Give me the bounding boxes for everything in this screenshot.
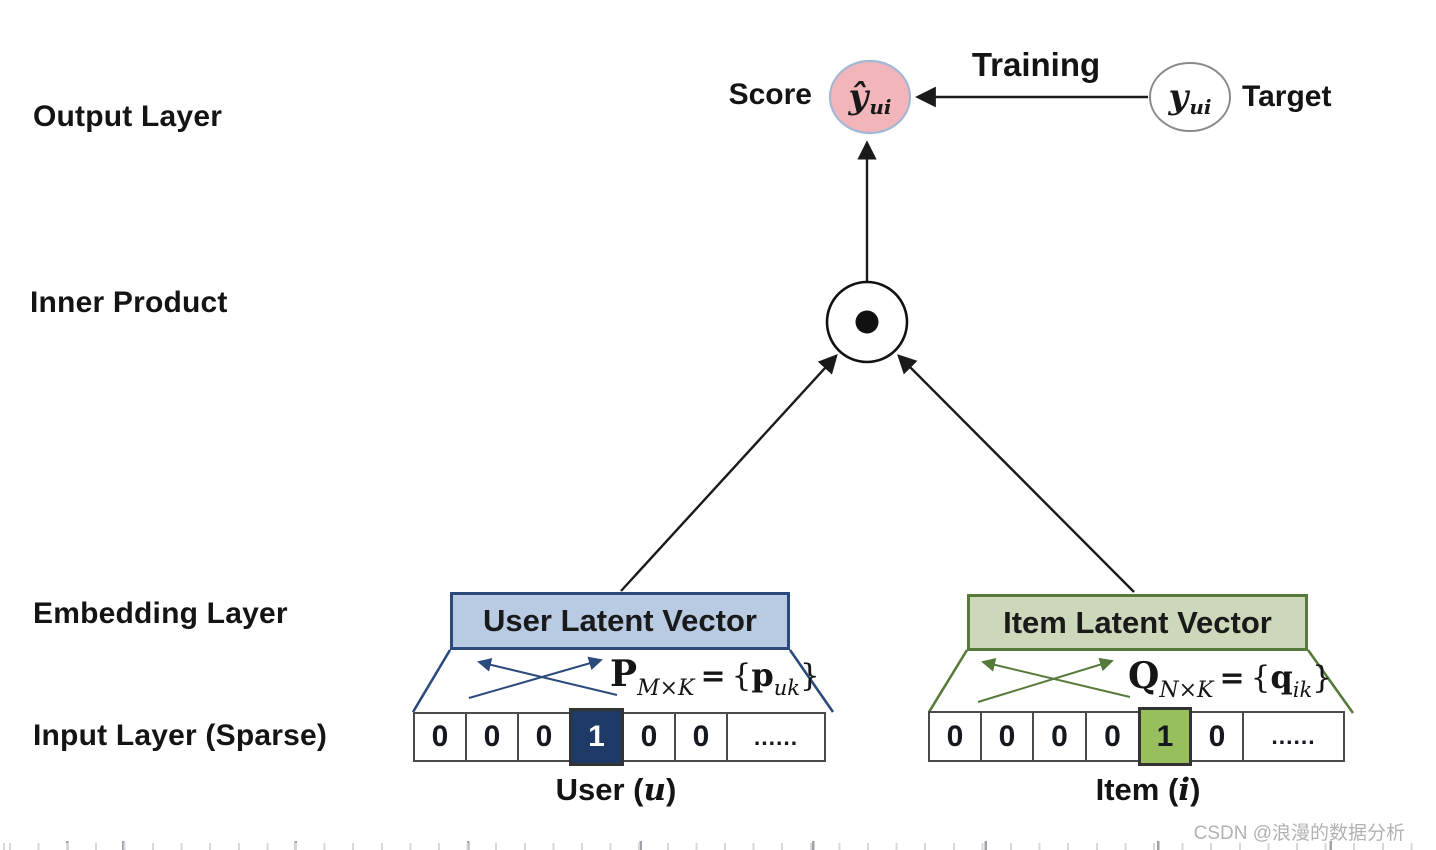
input-cell: 0 [1032,711,1087,762]
csdn-watermark: CSDN @浪漫的数据分析 [1193,823,1405,844]
item-vector-subscript: ik [1292,678,1313,702]
item-input-label: Item (i) [1095,772,1201,808]
input-cell: 0 [622,712,676,762]
input-cell: 0 [1085,711,1140,762]
item-trapezoid-left-edge [927,649,969,713]
target-symbol: y [1168,77,1189,117]
item-matrix-symbol: Q [1128,655,1160,697]
score-label: Score [728,78,812,111]
input-cell: 0 [928,711,982,762]
score-subscript: ui [869,95,892,119]
item-embedding-to-inner-product-arrow [897,354,1135,593]
item-lookup-arrow-1 [977,657,1114,703]
input-cell: 0 [1190,711,1244,762]
item-latent-vector-box: Item Latent Vector [967,594,1308,651]
input-cell-one-hot: 1 [1138,707,1192,766]
inner-product-dot-icon [855,310,879,334]
item-latent-vector-title: Item Latent Vector [1003,604,1272,640]
item-lookup-arrow-2 [981,657,1131,698]
input-cell: 0 [465,712,519,762]
input-cell: 0 [413,712,467,762]
label-inner-product: Inner Product [30,286,228,319]
label-embedding-layer: Embedding Layer [33,597,288,630]
item-embedding-formula: QN×K={qik} [1128,655,1332,703]
item-trapezoid-right-edge [1306,649,1355,714]
user-lookup-arrow-2 [477,657,618,696]
user-embedding-formula: PM×K={puk} [610,653,820,701]
brace-open: { [1250,660,1271,696]
user-matrix-subscript: M×K [637,676,695,701]
input-cell-ellipsis: ...... [1242,711,1345,762]
label-output-layer: Output Layer [33,100,223,133]
user-trapezoid-right-edge [788,649,835,713]
input-cell: 0 [517,712,571,762]
user-matrix-symbol: P [610,653,638,695]
user-trapezoid-left-edge [411,649,452,713]
user-input-row: 0 0 0 1 0 0 ...... [413,708,826,766]
user-lookup-arrow-1 [468,656,603,699]
user-latent-vector-title: User Latent Vector [483,603,757,638]
input-cell: 0 [674,712,728,762]
score-symbol: ŷ [848,77,869,117]
user-vector-symbol: p [751,656,774,694]
training-label: Training [971,46,1101,83]
target-label: Target [1242,80,1332,113]
user-vector-subscript: uk [773,676,800,700]
target-subscript: ui [1189,95,1212,119]
label-input-layer: Input Layer (Sparse) [33,719,328,752]
input-cell-ellipsis: ...... [726,712,826,762]
item-input-row: 0 0 0 0 1 0 ...... [928,707,1345,766]
brace-open: { [731,658,752,694]
input-cell-one-hot: 1 [569,708,624,766]
target-node [1149,62,1231,132]
score-node [828,59,912,135]
brace-close: } [799,658,820,694]
brace-close: } [1312,660,1332,696]
user-embedding-to-inner-product-arrow [620,354,838,592]
user-input-label: User (u) [555,772,677,808]
equals-sign: = [700,659,726,694]
input-cell: 0 [980,711,1034,762]
item-vector-symbol: q [1270,658,1293,696]
user-latent-vector-box: User Latent Vector [450,592,790,650]
item-matrix-subscript: N×K [1159,678,1214,703]
equals-sign: = [1219,661,1245,696]
